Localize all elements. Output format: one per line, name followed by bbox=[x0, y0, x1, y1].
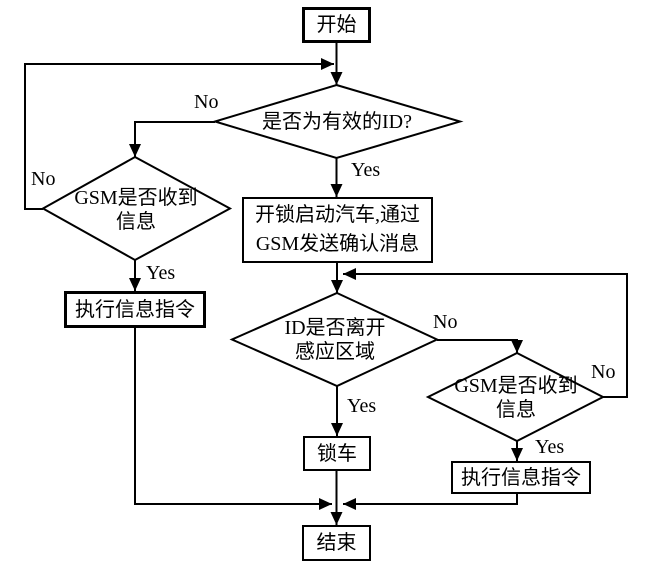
process-lock-car: 锁车 bbox=[303, 436, 371, 471]
edge-label-id-leave-no: No bbox=[433, 311, 458, 333]
decision-gsm-right-label: GSM是否收到 信息 bbox=[454, 375, 578, 421]
decision-id-leave-shape bbox=[229, 291, 440, 388]
connector-gsmright-no-loop bbox=[343, 268, 628, 398]
process-unlock-start-line1: 开锁启动汽车,通过 bbox=[255, 204, 420, 226]
node-start-label: 开始 bbox=[316, 14, 357, 36]
connector-gsmleft-no-loop bbox=[24, 58, 334, 210]
process-exec-msg-right: 执行信息指令 bbox=[451, 461, 591, 494]
connector-idleave-no bbox=[437, 339, 523, 353]
process-exec-msg-left: 执行信息指令 bbox=[64, 291, 206, 328]
node-end: 结束 bbox=[302, 525, 371, 561]
process-unlock-start-line2: GSM发送确认消息 bbox=[255, 233, 420, 255]
decision-valid-id-label: 是否为有效的ID? bbox=[262, 111, 412, 133]
process-exec-msg-left-label: 执行信息指令 bbox=[75, 298, 195, 321]
node-end-label: 结束 bbox=[316, 532, 357, 554]
edge-label-valid-id-no: No bbox=[194, 91, 219, 113]
edge-label-gsm-right-no: No bbox=[591, 361, 616, 383]
decision-gsm-right-shape bbox=[425, 351, 606, 443]
decision-valid-id-shape bbox=[211, 83, 464, 160]
decision-gsm-left-label: GSM是否收到 信息 bbox=[74, 187, 198, 233]
edge-label-gsm-right-yes: Yes bbox=[535, 436, 565, 458]
connector-execleft-merge bbox=[134, 328, 332, 510]
process-unlock-start: 开锁启动汽车,通过 GSM发送确认消息 bbox=[242, 197, 433, 263]
process-lock-car-label: 锁车 bbox=[317, 442, 357, 465]
edge-label-id-leave-yes: Yes bbox=[347, 395, 377, 417]
edge-label-valid-id-yes: Yes bbox=[351, 159, 381, 181]
connector-execright-merge bbox=[343, 494, 518, 510]
decision-gsm-left-shape bbox=[40, 155, 233, 262]
decision-id-leave-label: ID是否离开 感应区域 bbox=[284, 317, 386, 363]
process-exec-msg-right-label: 执行信息指令 bbox=[461, 466, 581, 489]
node-start: 开始 bbox=[302, 7, 371, 43]
edge-label-gsm-left-yes: Yes bbox=[146, 262, 176, 284]
edge-label-gsm-left-no: No bbox=[31, 168, 56, 190]
connector-validid-no bbox=[129, 121, 215, 157]
